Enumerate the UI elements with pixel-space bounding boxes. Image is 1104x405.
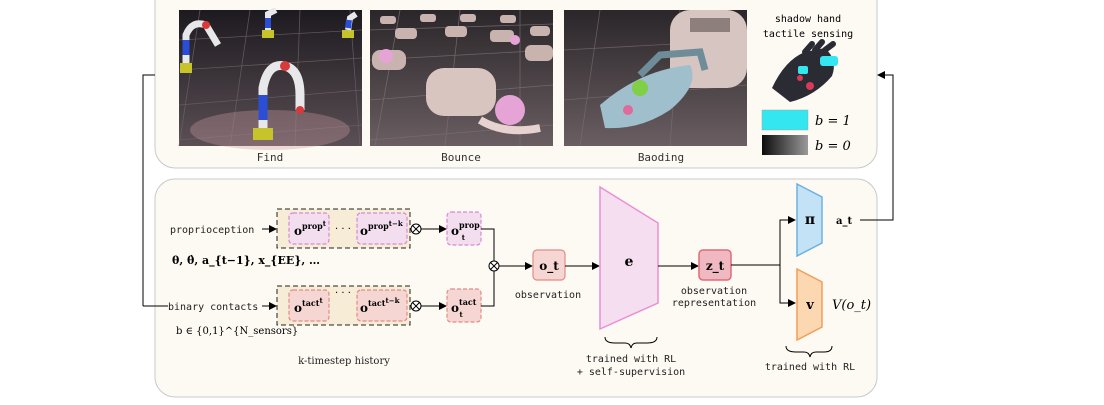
- encoder-symbol: e: [625, 254, 634, 270]
- shadow-hand-illustration: [772, 39, 838, 102]
- o-tact-t-base: o: [294, 301, 302, 315]
- left-loop-bracket: [142, 74, 155, 306]
- contacts-variables: b ∈ {0,1}^{N_sensors}: [176, 326, 298, 337]
- encoder-brace: [604, 336, 658, 349]
- value-output: V(o_t): [832, 298, 871, 313]
- o-prop-t-base: o: [294, 224, 302, 238]
- tact-ellipsis: · · ·: [335, 288, 351, 299]
- history-label: k-timestep history: [298, 356, 390, 367]
- encoder-caption-line1: trained with RL: [586, 354, 676, 365]
- o-prop-t-box: [288, 212, 330, 245]
- o-tact-t-box: [288, 289, 330, 322]
- legend-swatch-off: [762, 135, 808, 155]
- o-tact-tk-sup: tact: [368, 298, 386, 308]
- o-tact-tk-box: [356, 289, 408, 322]
- encoder-caption-line2: + self-supervision: [577, 367, 685, 378]
- encoder-block: [599, 185, 659, 331]
- concat-op-tact: [410, 300, 422, 312]
- o-prop-t-sup: prop: [302, 221, 323, 231]
- o-tact-tk-base: o: [360, 301, 368, 315]
- legend-off-label: b = 0: [815, 139, 851, 154]
- value-symbol: v: [805, 298, 814, 313]
- o-tact-t-sub: t: [319, 296, 323, 305]
- o-prop-tk-base: o: [360, 224, 368, 238]
- o-prop-tk-box: [356, 212, 408, 245]
- o-prop-tk-sub: t−k: [389, 219, 403, 228]
- o-t-prop-base: o: [451, 224, 459, 238]
- value-head: [796, 267, 823, 342]
- o-tact-t-sup: tact: [302, 298, 320, 308]
- svg-text:otactt: otactt: [294, 296, 323, 315]
- o-t-box: [532, 249, 566, 281]
- concat-op-merge: [488, 260, 500, 272]
- proprioception-label: proprioception: [170, 225, 254, 236]
- bounce-env-image: [369, 9, 554, 147]
- o-t-tact-sub: t: [459, 310, 463, 319]
- proprio-variables: θ, θ̇, a_{t−1}, x_{EE}, …: [172, 254, 320, 268]
- bounce-label: Bounce: [441, 151, 481, 164]
- svg-text:otactt: otact t: [451, 297, 477, 319]
- prop-ellipsis: · · ·: [335, 224, 351, 235]
- observation-label: observation: [515, 290, 581, 301]
- baoding-env-image: [563, 9, 748, 147]
- binary-contacts-label: binary contacts: [168, 302, 258, 313]
- heads-caption: trained with RL: [765, 362, 855, 373]
- representation-label-line2: representation: [672, 298, 756, 309]
- find-env-image: [178, 7, 363, 150]
- legend-swatch-on: [761, 109, 809, 131]
- o-t-tact-sup: tact: [459, 297, 477, 307]
- legend-title-line1: shadow hand: [775, 14, 841, 25]
- z-t-symbol: z_t: [706, 259, 725, 274]
- action-output: a_t: [836, 216, 852, 227]
- o-tact-tk-sub: t−k: [385, 296, 399, 305]
- legend-title-line2: tactile sensing: [763, 29, 853, 40]
- svg-text:opropt: oprop t: [451, 220, 480, 242]
- svg-text:opropt−k: opropt−k: [360, 219, 403, 238]
- o-t-tact-base: o: [451, 301, 459, 315]
- representation-label-line1: observation: [681, 286, 747, 297]
- o-t-prop-sup: prop: [459, 220, 480, 230]
- right-loop-arrow: [860, 71, 894, 221]
- concat-op-prop: [410, 223, 422, 235]
- legend-on-label: b = 1: [815, 114, 851, 129]
- o-t-symbol: o_t: [539, 259, 559, 274]
- heads-brace: [785, 345, 833, 358]
- svg-text:otactt−k: otactt−k: [360, 296, 400, 315]
- find-label: Find: [257, 151, 284, 164]
- baoding-label: Baoding: [638, 151, 684, 164]
- policy-head: [796, 182, 823, 258]
- policy-symbol: π: [805, 212, 815, 228]
- o-prop-t-sub: t: [323, 219, 327, 228]
- o-t-prop-sub: t: [462, 233, 466, 242]
- o-prop-tk-sup: prop: [368, 221, 389, 231]
- svg-text:opropt: opropt: [294, 219, 327, 238]
